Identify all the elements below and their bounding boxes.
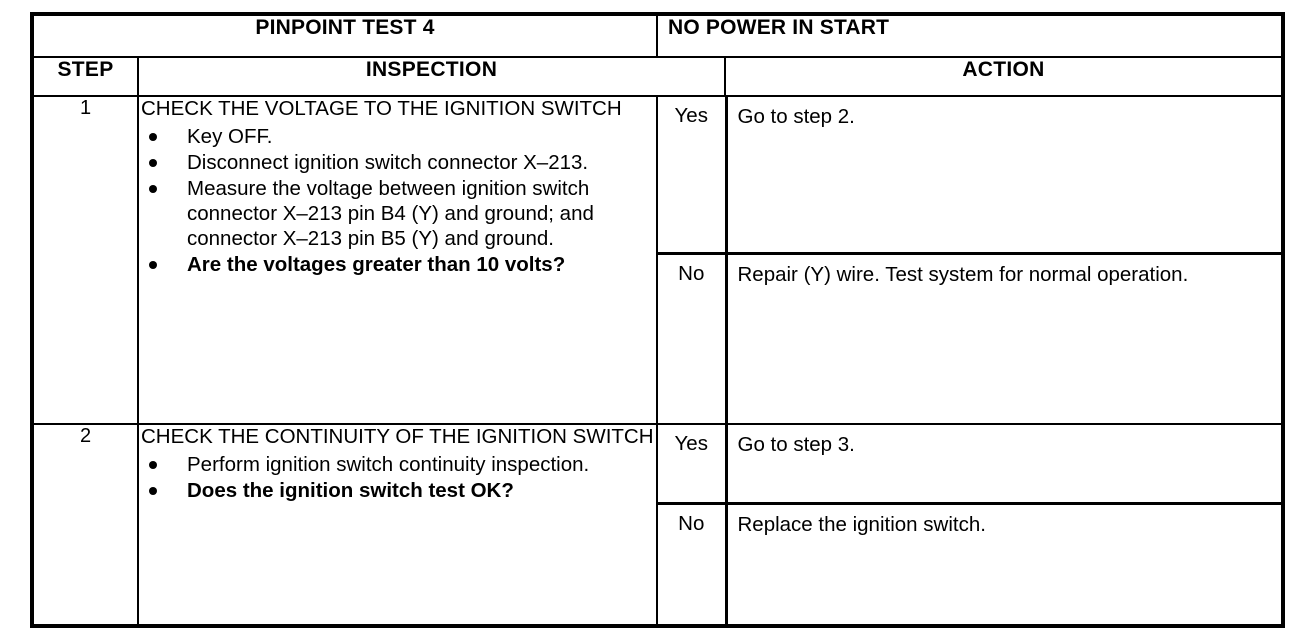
- action-text-no: Repair (Y) wire. Test system for normal …: [726, 253, 1281, 424]
- inspection-cell: CHECK THE CONTINUITY OF THE IGNITION SWI…: [137, 423, 658, 627]
- action-text-no: Replace the ignition switch.: [726, 503, 1281, 624]
- list-item-label: Are the voltages greater than 10 volts?: [187, 252, 566, 276]
- answer-row-no: No Repair (Y) wire. Test system for norm…: [658, 253, 1281, 424]
- pinpoint-test-table: PINPOINT TEST 4 NO POWER IN START STEP I…: [30, 12, 1285, 628]
- inspection-cell: CHECK THE VOLTAGE TO THE IGNITION SWITCH…: [137, 94, 658, 426]
- step-number: 1: [31, 94, 139, 426]
- list-item: Disconnect ignition switch connector X–2…: [139, 150, 656, 175]
- table-row: 1 CHECK THE VOLTAGE TO THE IGNITION SWIT…: [31, 94, 1284, 426]
- list-item: Perform ignition switch continuity inspe…: [139, 452, 656, 477]
- inspection-bullet-list: Perform ignition switch continuity inspe…: [139, 452, 656, 503]
- table-row: 2 CHECK THE CONTINUITY OF THE IGNITION S…: [31, 423, 1284, 627]
- list-item-question: Are the voltages greater than 10 volts?: [139, 252, 656, 277]
- action-text-yes: Go to step 2.: [726, 97, 1281, 255]
- answer-label-no: No: [658, 503, 728, 624]
- table-title-row: PINPOINT TEST 4 NO POWER IN START: [31, 13, 1284, 58]
- bullet-icon: [149, 487, 157, 496]
- action-text-yes: Go to step 3.: [726, 425, 1281, 506]
- bullet-icon: [149, 461, 157, 470]
- answer-row-yes: Yes Go to step 3.: [658, 425, 1281, 506]
- action-group: Yes Go to step 3. No Replace the ignitio…: [656, 423, 1284, 627]
- step-number: 2: [31, 423, 139, 627]
- inspection-bullet-list: Key OFF. Disconnect ignition switch conn…: [139, 124, 656, 277]
- answer-label-no: No: [658, 253, 728, 424]
- column-header-step: STEP: [31, 56, 139, 97]
- inspection-heading: CHECK THE VOLTAGE TO THE IGNITION SWITCH: [141, 97, 622, 120]
- answer-label-yes: Yes: [658, 97, 728, 255]
- table-header-row: STEP INSPECTION ACTION: [31, 56, 1284, 97]
- bullet-icon: [149, 261, 157, 270]
- list-item-question: Does the ignition switch test OK?: [139, 478, 656, 503]
- answer-label-yes: Yes: [658, 425, 728, 506]
- answer-row-yes: Yes Go to step 2.: [658, 97, 1281, 255]
- bullet-icon: [149, 133, 157, 142]
- action-group: Yes Go to step 2. No Repair (Y) wire. Te…: [656, 94, 1284, 426]
- pinpoint-test-subject: NO POWER IN START: [656, 13, 1284, 58]
- list-item-label: Perform ignition switch continuity inspe…: [187, 452, 590, 476]
- column-header-action: ACTION: [724, 56, 1284, 97]
- list-item: Key OFF.: [139, 124, 656, 149]
- inspection-heading: CHECK THE CONTINUITY OF THE IGNITION SWI…: [141, 425, 654, 449]
- list-item: Measure the voltage between ignition swi…: [139, 176, 656, 251]
- pinpoint-test-title: PINPOINT TEST 4: [31, 13, 658, 58]
- list-item-label: Disconnect ignition switch connector X–2…: [187, 150, 589, 174]
- column-header-inspection: INSPECTION: [137, 56, 726, 97]
- list-item-label: Key OFF.: [187, 124, 273, 148]
- list-item-label: Measure the voltage between ignition swi…: [187, 176, 594, 250]
- bullet-icon: [149, 159, 157, 168]
- answer-table: Yes Go to step 3. No Replace the ignitio…: [658, 425, 1281, 624]
- list-item-label: Does the ignition switch test OK?: [187, 478, 514, 502]
- bullet-icon: [149, 185, 157, 194]
- answer-table: Yes Go to step 2. No Repair (Y) wire. Te…: [658, 97, 1281, 424]
- answer-row-no: No Replace the ignition switch.: [658, 503, 1281, 624]
